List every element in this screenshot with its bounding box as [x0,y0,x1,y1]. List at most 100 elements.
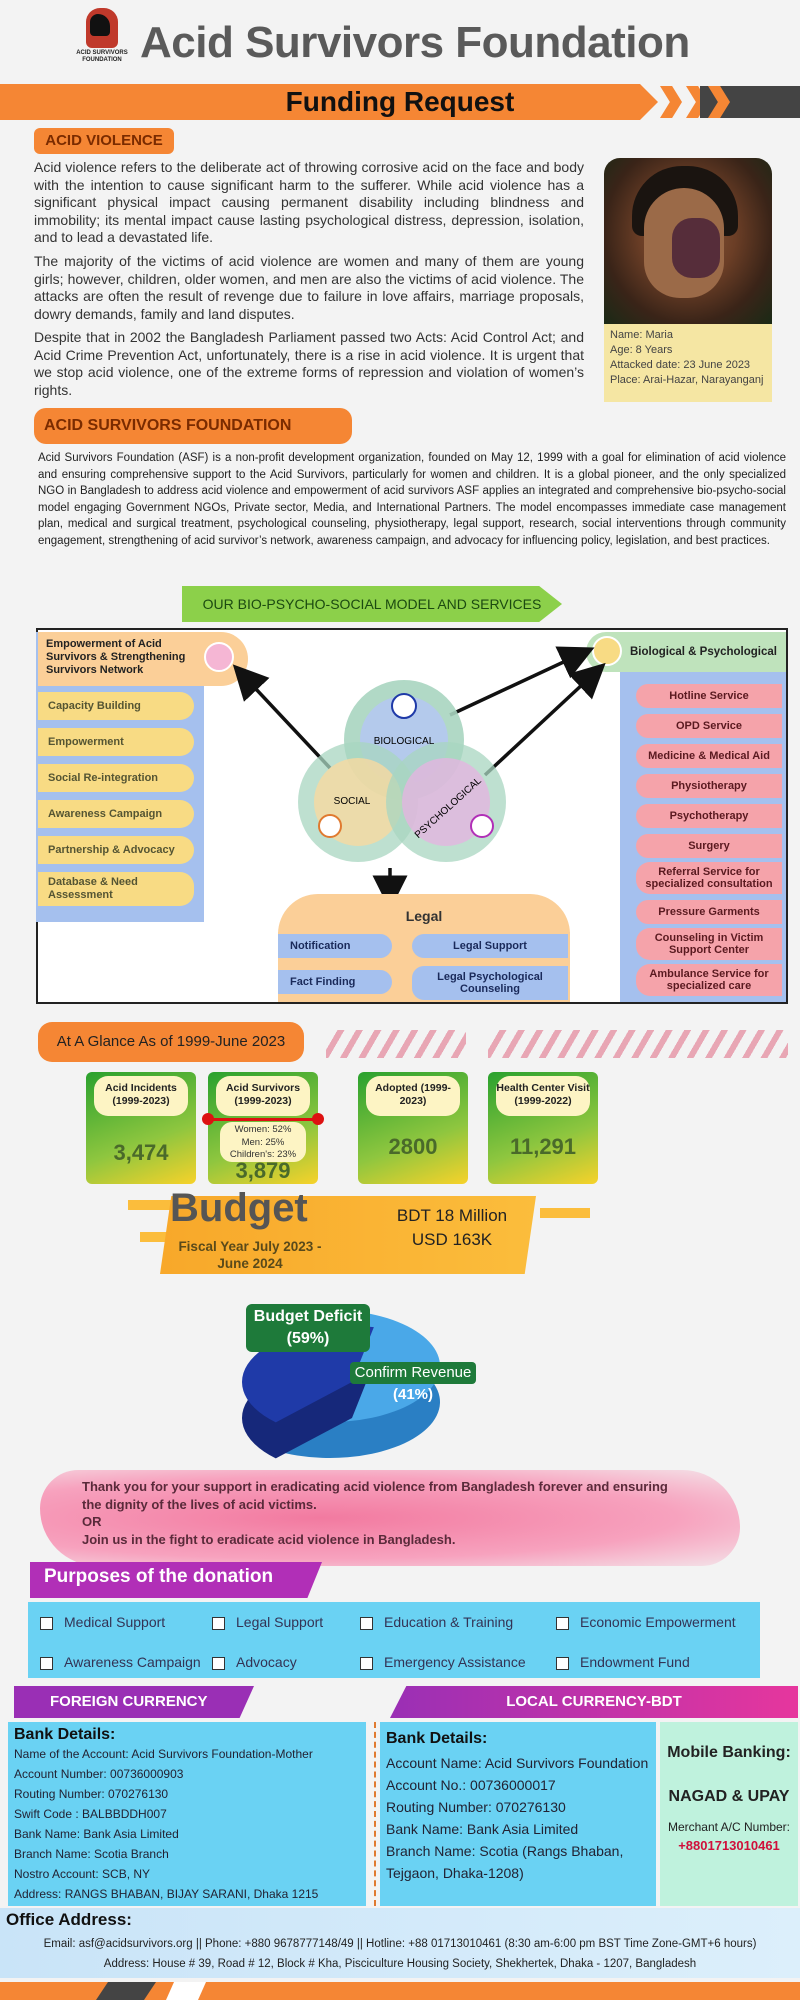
budget-banner [160,1196,536,1274]
purpose-label: Medical Support [64,1614,166,1630]
right-item: Surgery [636,834,782,858]
office-contact[interactable]: Email: asf@acidsurvivors.org || Phone: +… [43,1938,757,1950]
left-item: Partnership & Advocacy [38,836,194,864]
page-title: Acid Survivors Foundation [140,18,690,67]
section-heading-asf: ACID SURVIVORS FOUNDATION [34,408,352,444]
mobile-banking: Mobile Banking: NAGAD & UPAY Merchant A/… [660,1722,798,1906]
right-item: Medicine & Medical Aid [636,744,782,768]
thanks-line-2: Join us in the fight to eradicate acid v… [82,1531,456,1547]
purpose-checkbox[interactable] [212,1617,225,1630]
thanks-or: OR [82,1514,102,1529]
purposes-heading: Purposes of the donation [44,1566,274,1587]
office-strip [0,1908,800,1978]
purpose-checkbox[interactable] [556,1617,569,1630]
caption-age: Age: 8 Years [610,344,673,356]
legal-item-psych-counseling: Legal Psychological Counseling [412,966,568,1000]
medical-icon [391,693,417,719]
stat-card-adopted: Adopted (1999-2023) 2800 [358,1072,468,1184]
purpose-label: Legal Support [236,1614,324,1630]
purpose-label: Emergency Assistance [384,1654,526,1670]
local-currency-bar: LOCAL CURRENCY-BDT [390,1686,798,1718]
left-item: Database & Need Assessment [38,872,194,906]
bottom-stripe-dark [96,1982,156,2000]
venn-label-biological: BIOLOGICAL [374,736,435,747]
right-column-heading: Biological & Psychological [586,632,786,672]
model-services-button[interactable]: OUR BIO-PSYCHO-SOCIAL MODEL AND SERVICES [182,586,562,622]
purpose-checkbox[interactable] [360,1617,373,1630]
stat-value: 2800 [388,1134,438,1159]
purpose-checkbox[interactable] [40,1617,53,1630]
right-heading-text: Biological & Psychological [630,646,777,658]
venn-diagram: BIOLOGICAL SOCIAL PSYCHOLOGICAL [232,646,606,910]
venn-label-social: SOCIAL [334,796,371,807]
right-item: Hotline Service [636,684,782,708]
asf-logo: ACID SURVIVORS FOUNDATION [76,8,128,80]
fist-icon [86,8,118,48]
budget-title: Budget [170,1186,308,1230]
deficit-percent: (59%) [286,1330,330,1347]
fiscal-year: Fiscal Year July 2023 - June 2024 [178,1239,322,1271]
right-item: Psychotherapy [636,804,782,828]
stat-value: 3,879 [235,1158,291,1183]
legal-heading: Legal [278,894,570,934]
brain-icon [470,814,494,838]
stat-card-incidents: Acid Incidents (1999-2023) 3,474 [86,1072,196,1184]
local-bank-line: Account No.: 00736000017 [386,1777,556,1793]
breakdown-children: Children's: 23% [229,1149,297,1160]
glance-heading: At A Glance As of 1999-June 2023 [38,1022,304,1062]
merchant-number[interactable]: +8801713010461 [678,1838,780,1853]
section-heading-acid-violence: ACID VIOLENCE [34,128,174,154]
banner-title: Funding Request [285,86,515,117]
purpose-checkbox[interactable] [360,1657,373,1670]
foreign-bank-line: Account Number: 00736000903 [14,1767,184,1781]
budget-amount: BDT 18 Million USD 163K [372,1204,532,1252]
purposes-bar [30,1562,322,1598]
foreign-bank-line: Address: RANGS BHABAN, BIJAY SARANI, Dha… [14,1887,319,1901]
caption-place: Place: Arai-Hazar, Narayanganj [610,374,764,386]
foreign-bank-line: Swift Code : BALBBDDH007 [14,1807,167,1821]
local-bank-line: Bank Name: Bank Asia Limited [386,1821,579,1837]
right-item: Ambulance Service for specialized care [636,964,782,996]
purpose-checkbox[interactable] [40,1657,53,1670]
legal-item-support: Legal Support [412,934,568,958]
asf-description: Acid Survivors Foundation (ASF) is a non… [38,452,786,547]
purpose-checkbox[interactable] [556,1657,569,1670]
foreign-bank-lines: Name of the Account: Acid Survivors Foun… [14,1744,360,1904]
right-item: Referral Service for specialized consult… [636,862,782,894]
purposes-checklist [28,1602,760,1678]
budget-bdt: BDT 18 Million [396,1206,508,1225]
legal-item-notification: Notification [278,934,392,958]
stat-label: Health Center Visit (1999-2022) [496,1076,590,1116]
right-item: OPD Service [636,714,782,738]
local-bank-line: Branch Name: Scotia (Rangs Bhaban, Tejga… [386,1843,624,1881]
purpose-checkbox[interactable] [212,1657,225,1670]
local-bank-details: Bank Details: Account Name: Acid Survivo… [380,1722,656,1906]
foreign-currency-bar: FOREIGN CURRENCY [14,1686,254,1718]
label-budget-deficit: Budget Deficit (59%) [246,1304,370,1352]
red-dot [202,1113,214,1125]
breakdown-women: Women: 52% [234,1124,292,1135]
stat-label: Acid Survivors (1999-2023) [216,1076,310,1116]
pink-circle-icon [204,642,234,672]
bottom-stripe-light [166,1982,206,2000]
psychological-circle [402,758,490,846]
local-bank-line: Routing Number: 070276130 [386,1799,566,1815]
purpose-label: Endowment Fund [580,1654,690,1670]
dashed-divider [374,1722,378,1906]
paragraph-1: Acid violence refers to the deliberate a… [34,159,584,245]
arrow-to-services [483,662,606,777]
purpose-label: Advocacy [236,1654,297,1670]
legal-item-fact-finding: Fact Finding [278,970,392,994]
red-divider [208,1118,318,1121]
stat-value: 11,291 [509,1134,577,1159]
foreign-bank-title: Bank Details: [14,1726,116,1743]
stat-card-health-visits: Health Center Visit (1999-2022) 11,291 [488,1072,598,1184]
left-heading-text: Empowerment of Acid Survivors & Strength… [46,638,186,676]
office-address: Address: House # 39, Road # 12, Block # … [103,1958,697,1970]
budget-stripe [128,1200,198,1210]
stat-card-survivors: Acid Survivors (1999-2023) Women: 52% Me… [202,1072,324,1184]
local-bank-title: Bank Details: [386,1730,488,1747]
foreign-bank-line: Bank Name: Bank Asia Limited [14,1827,179,1841]
local-bank-line: Account Name: Acid Survivors Foundation [386,1755,649,1771]
